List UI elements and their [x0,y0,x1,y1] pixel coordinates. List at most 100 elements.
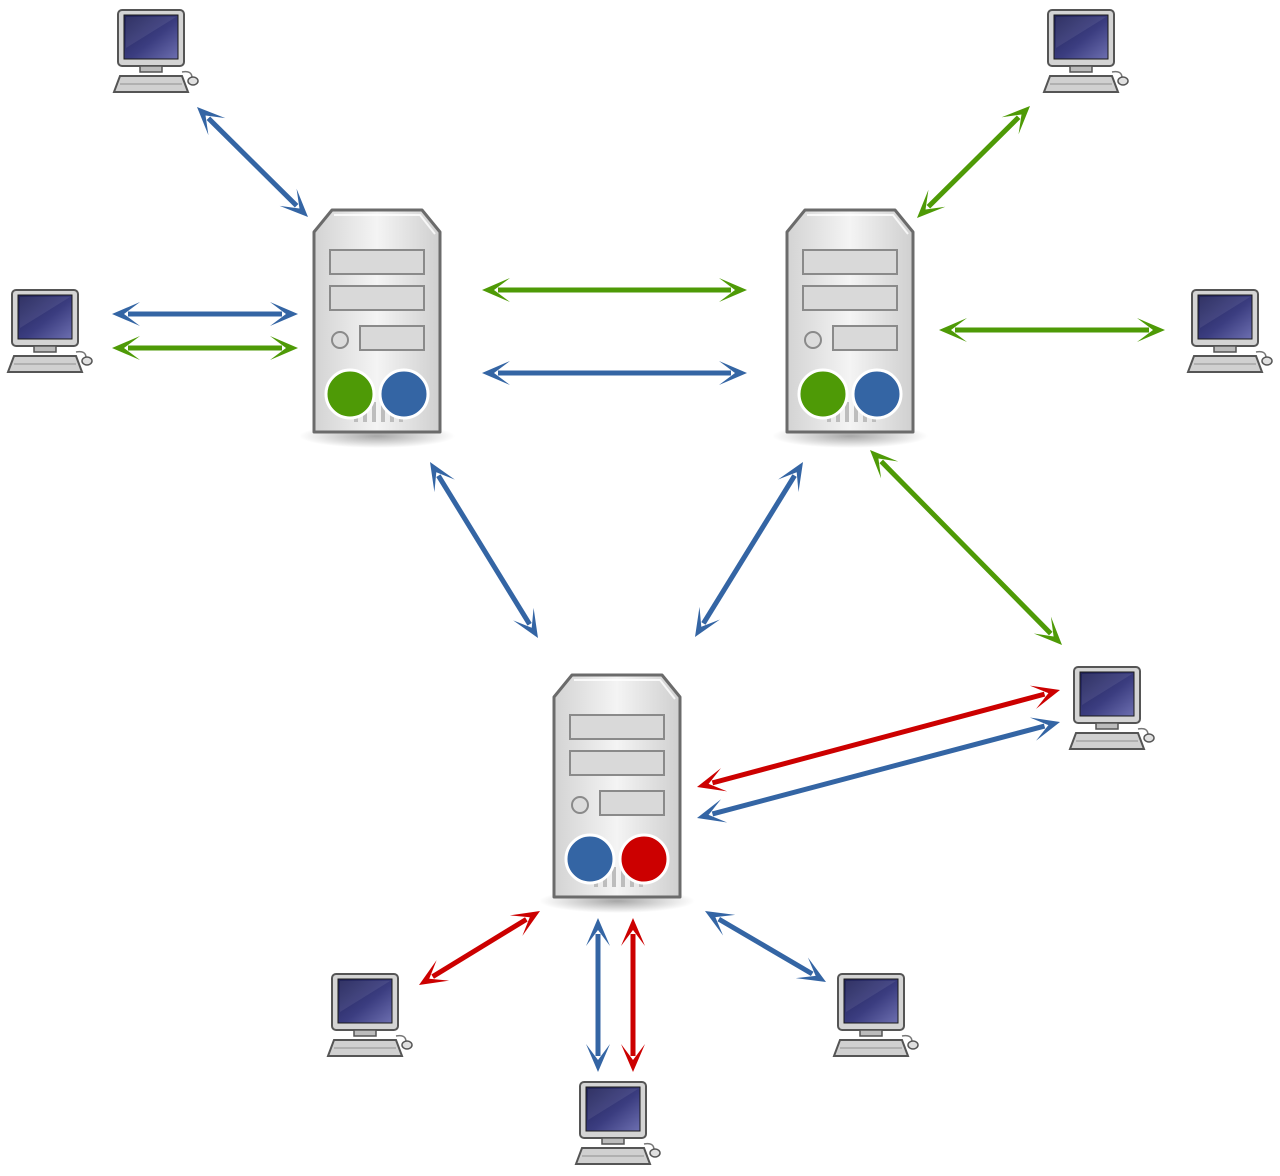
server-top-right [772,208,928,448]
link-server-top-left-server-bottom-blue [430,462,538,638]
client-bottom-right [832,973,919,1057]
arrow-head [1137,318,1165,342]
link-client-left-server-top-left-green [112,336,298,360]
arrow-head [586,918,610,946]
screen-glare [340,981,390,1012]
power-button-icon [804,331,822,349]
arrow-head [778,462,803,493]
screen-glare [1056,17,1106,48]
screen-glare [846,981,896,1012]
screen-glare [126,17,176,48]
link-client-top-left-server-top-left-blue [197,107,308,217]
screen-glare [1082,674,1132,705]
power-button-icon [331,331,349,349]
monitor-stand [353,1029,377,1037]
arrow-head [795,957,826,982]
vent-slot [845,402,849,422]
drive-bay [802,285,898,311]
arrow-head [112,302,140,326]
client-left [6,289,93,373]
arrow-shaft [926,115,1021,209]
link-client-mid-right-server-bottom-blue [697,717,1060,823]
arrow-head [197,107,226,136]
status-indicator-blue [564,833,616,885]
monitor-stand [139,65,163,73]
drive-bay [329,249,425,275]
screen-glare [1200,297,1250,328]
screen-glare [20,297,70,328]
monitor-screen [337,978,393,1024]
client-top-left [112,9,199,93]
optical-drive-slot [599,790,665,816]
arrow-head [509,911,540,936]
monitor-stand [859,1029,883,1037]
server-highlight [807,214,909,235]
arrow-shaft [206,116,299,208]
monitor-stand [1069,65,1093,73]
link-server-top-right-client-mid-right-green [870,450,1062,645]
arrow-head [482,361,510,385]
arrow-head [870,450,899,479]
arrow-head [939,318,967,342]
vent-slot [372,402,376,422]
vent-slot [854,402,858,422]
vent-slot [612,867,616,887]
arrow-head [419,960,450,985]
drive-bay [802,249,898,275]
screen-glare [588,1089,638,1120]
client-bottom [574,1081,661,1165]
link-server-bottom-client-bottom-blue [586,918,610,1072]
arrow-head [695,606,720,637]
mouse-icon [401,1040,413,1050]
monitor-stand [1095,722,1119,730]
server-bottom [539,673,695,913]
arrow-head [1029,717,1060,741]
status-indicator-red [618,833,670,885]
status-indicator-green [324,368,376,420]
server-highlight [334,214,436,235]
link-server-bottom-client-bottom-left-red [419,911,540,985]
monitor-stand [601,1137,625,1145]
monitor-screen [585,1086,641,1132]
optical-drive-slot [832,325,898,351]
status-indicator-green [797,368,849,420]
link-client-top-right-server-top-right-green [917,106,1030,218]
mouse-icon [81,356,93,366]
monitor-screen [17,294,73,340]
arrow-head [697,768,728,792]
arrow-head [719,361,747,385]
mouse-icon [1143,733,1155,743]
links-layer [112,106,1165,1072]
arrow-head [1001,106,1030,135]
vent-slot [381,402,385,422]
drive-bay [569,714,665,740]
arrow-head [430,462,455,493]
arrow-head [621,1044,645,1072]
client-right [1186,289,1273,373]
monitor-screen [1197,294,1253,340]
mouse-icon [649,1148,661,1158]
arrow-head [1029,685,1060,709]
arrow-shaft [879,459,1053,636]
arrow-head [697,799,728,823]
link-server-bottom-client-bottom-right-blue [705,911,826,982]
arrow-head [270,336,298,360]
monitor-screen [843,978,899,1024]
arrow-head [482,278,510,302]
status-indicator-blue [378,368,430,420]
optical-drive-slot [359,325,425,351]
drive-bay [329,285,425,311]
power-button-icon [571,796,589,814]
arrow-head [917,189,946,218]
monitor-screen [1053,14,1109,60]
arrow-head [279,188,308,217]
monitor-screen [1079,671,1135,717]
nodes-layer [6,9,1273,1165]
arrow-head [705,911,736,936]
arrow-head [513,607,538,638]
client-bottom-left [326,973,413,1057]
link-server-top-right-server-bottom-blue [695,462,803,637]
mouse-icon [1261,356,1273,366]
arrow-head [112,336,140,360]
